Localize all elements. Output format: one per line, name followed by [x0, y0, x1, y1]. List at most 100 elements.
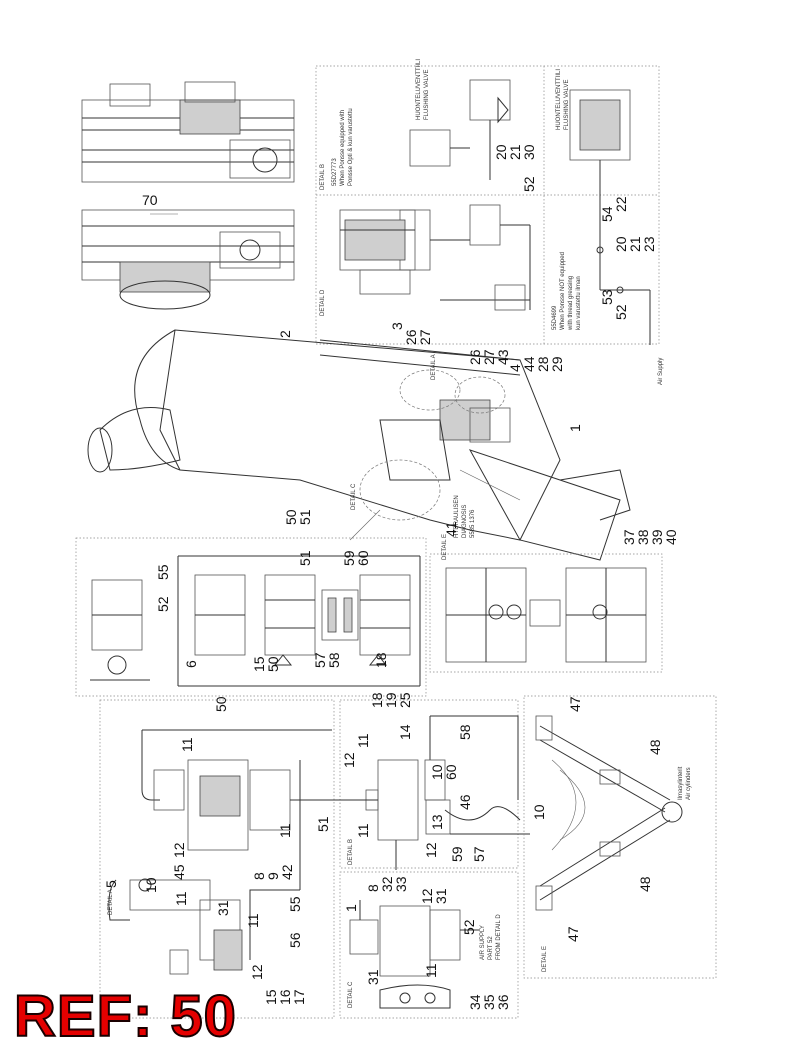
callout-40: 40 — [663, 529, 679, 545]
callout-26b: 26 — [467, 349, 483, 365]
callout-43: 43 — [495, 349, 511, 365]
callout-59b: 59 — [449, 846, 465, 862]
callout-59: 59 — [341, 550, 357, 566]
note-valve-sub-2: FLUSHING VALVE — [564, 80, 570, 130]
callout-2: 2 — [277, 330, 293, 338]
note-lower-line1: When Ponsse NOT equipped — [560, 252, 566, 330]
callout-56: 56 — [287, 932, 303, 948]
callout-70: 70 — [142, 192, 158, 208]
callout-8b: 8 — [365, 884, 381, 892]
callout-31b: 31 — [433, 888, 449, 904]
callout-3: 3 — [389, 322, 405, 330]
detail-a-label-top: DETAIL A — [431, 354, 437, 380]
callout-51: 51 — [297, 509, 313, 525]
callout-10a: 10 — [143, 877, 159, 893]
callout-36: 36 — [495, 994, 511, 1010]
callout-17: 17 — [291, 989, 307, 1005]
detail-d-panel — [315, 65, 660, 345]
note-valve-sub: FLUSHING VALVE — [424, 70, 430, 120]
callout-5: 5 — [103, 880, 119, 888]
note-air-from: AIR SUPPLY — [480, 925, 486, 960]
callout-51b: 51 — [297, 550, 313, 566]
main-machine — [87, 329, 631, 561]
callout-46: 46 — [457, 794, 473, 810]
note-lower-line2: with thread greasing — [568, 276, 574, 331]
callout-11b: 11 — [173, 891, 189, 906]
detail-e-label: DETAIL E — [542, 946, 548, 972]
callout-25: 25 — [397, 692, 413, 708]
note-air-from3: FROM DETAIL D — [496, 914, 502, 960]
callout-20b: 20 — [613, 236, 629, 252]
callout-11c: 11 — [277, 823, 293, 838]
detail-b-panel — [300, 699, 530, 870]
callout-31c: 31 — [365, 969, 381, 985]
callout-52c: 52 — [155, 596, 171, 612]
callout-39: 39 — [649, 529, 665, 545]
callout-19: 19 — [383, 692, 399, 708]
callout-60b: 60 — [443, 764, 459, 780]
callout-15b: 15 — [263, 989, 279, 1005]
callout-12e: 12 — [419, 888, 435, 904]
callout-14: 14 — [397, 724, 413, 740]
callout-15: 15 — [251, 656, 267, 672]
callout-20: 20 — [493, 144, 509, 160]
detail-c-label: DETAIL C — [348, 981, 354, 1008]
note-lower-title: 55D4699 — [552, 305, 558, 330]
callout-54: 54 — [599, 206, 615, 222]
callout-51c: 51 — [315, 816, 331, 832]
detail-a-label: DETAIL A — [108, 889, 114, 915]
note-d-line1: When Ponsse equipped with — [340, 110, 346, 186]
note-valve-title-2: HUONTELUVENTTIILI — [556, 69, 562, 130]
note-d-line2: Ponsse Opti & kun varustettu — [348, 108, 354, 186]
callout-48b: 48 — [637, 876, 653, 892]
callout-21b: 21 — [627, 236, 643, 252]
callout-11a: 11 — [179, 737, 195, 752]
note-lower-line3: kun varustettu ilman — [576, 276, 582, 330]
callout-55: 55 — [155, 564, 171, 580]
detail-e-label-top: DETAIL E — [442, 534, 448, 560]
note-cyl2: Air cylinders — [686, 767, 692, 800]
callout-1: 1 — [567, 424, 583, 432]
callout-4: 4 — [507, 364, 523, 372]
callout-45: 45 — [171, 864, 187, 880]
callout-12a: 12 — [171, 842, 187, 858]
note-d-title: 55D27773 — [332, 158, 338, 186]
callout-58: 58 — [326, 652, 342, 668]
callout-11e: 11 — [355, 733, 371, 748]
callout-1b: 1 — [343, 904, 359, 912]
callout-11f: 11 — [355, 823, 371, 838]
note-cyl: Ilmasylinterit — [678, 766, 684, 800]
callout-12d: 12 — [423, 842, 439, 858]
callout-29: 29 — [549, 356, 565, 372]
boom-views — [81, 81, 295, 310]
callout-9: 9 — [265, 872, 281, 880]
callout-27: 27 — [417, 329, 433, 345]
callout-21: 21 — [507, 144, 523, 160]
detail-c-panel — [339, 871, 519, 1019]
callout-26: 26 — [403, 329, 419, 345]
detail-b-label-top: DETAIL B — [320, 164, 326, 190]
detail-c-label-top: DETAIL C — [351, 483, 357, 510]
callout-6: 6 — [183, 660, 199, 668]
detail-b-label: DETAIL B — [348, 839, 354, 865]
callout-18: 18 — [373, 652, 389, 668]
detail-d-label: DETAIL D — [320, 289, 326, 316]
callout-50b: 50 — [265, 656, 281, 672]
callout-52d: 52 — [461, 919, 477, 935]
callout-27b: 27 — [481, 349, 497, 365]
callout-32: 32 — [379, 876, 395, 892]
callout-18b: 18 — [369, 692, 385, 708]
callout-48a: 48 — [647, 739, 663, 755]
callout-11d: 11 — [245, 913, 261, 928]
callout-50c: 50 — [213, 696, 229, 712]
detail-a-panel — [99, 699, 335, 1019]
callout-30: 30 — [521, 144, 537, 160]
callout-12c: 12 — [341, 752, 357, 768]
callout-44: 44 — [521, 356, 537, 372]
callout-11g: 11 — [423, 963, 439, 978]
callout-8a: 8 — [251, 872, 267, 880]
callout-31a: 31 — [215, 900, 231, 916]
callout-22: 22 — [613, 196, 629, 212]
callout-10b: 10 — [429, 764, 445, 780]
